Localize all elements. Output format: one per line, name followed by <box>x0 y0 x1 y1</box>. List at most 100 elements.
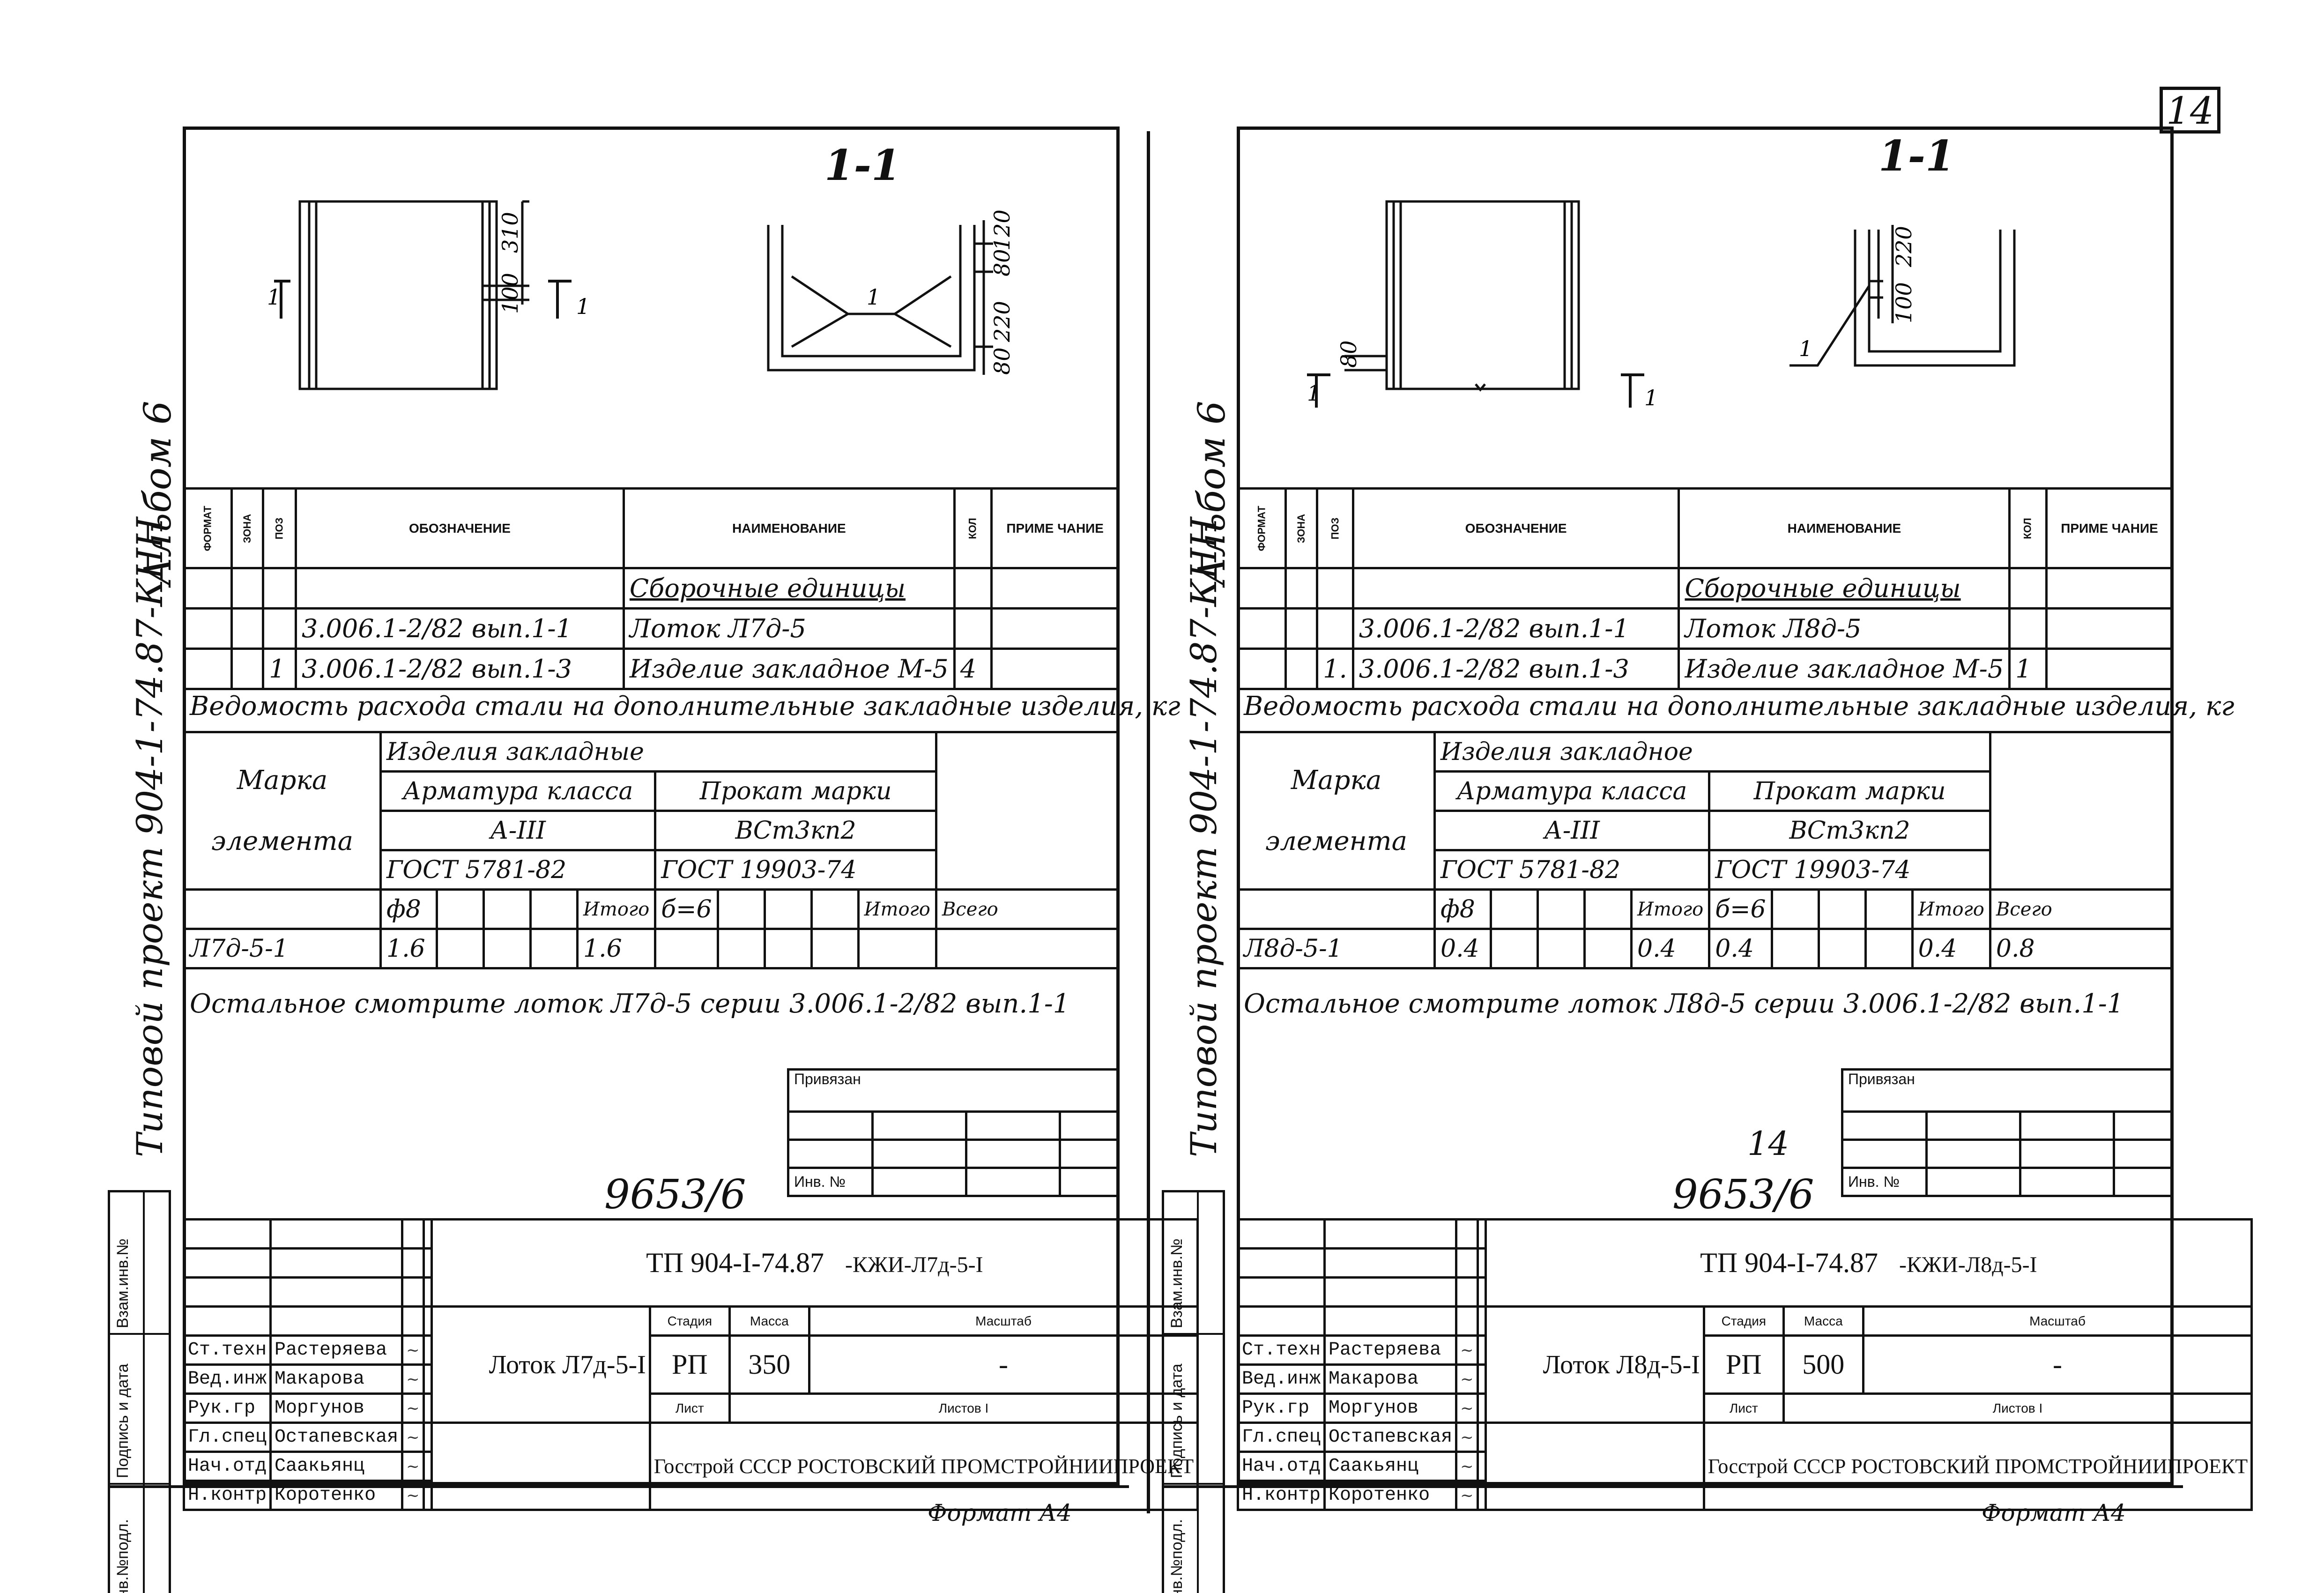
person-name: Коротенко <box>1323 1480 1458 1511</box>
signature: ~ <box>1455 1334 1479 1366</box>
sheet-label: Лист <box>1702 1392 1785 1424</box>
table-row: Сборочные единицы <box>183 567 1120 610</box>
steel-table-title: Ведомость расхода стали на дополнительны… <box>190 691 1181 722</box>
person-name: Растеряева <box>269 1334 404 1366</box>
rebar-class: Арматура класса <box>1433 770 1711 812</box>
bottom-rule-left <box>108 1485 1129 1488</box>
cut-mark-left: 1 <box>1307 380 1321 406</box>
rolled-grade: ВСт3кп2 <box>654 810 937 851</box>
rolled-gost: ГОСТ 19903-74 <box>1708 849 1991 891</box>
rebar-subtotal-label: Итого <box>1630 888 1711 930</box>
mass-value: 350 <box>728 1334 810 1395</box>
label-replace-inv: Взам.инв.№ <box>1168 1238 1186 1328</box>
role: Нач.отд <box>182 1451 272 1482</box>
role: Ст.техн <box>182 1334 272 1366</box>
attached-label: Привязан <box>787 1068 1120 1113</box>
inventory-column: Взам.инв.№ Подпись и дата Инв.№подл. <box>108 1190 171 1593</box>
label-inv-original: Инв.№подл. <box>114 1519 132 1593</box>
scale-label: Масштаб <box>808 1305 1199 1337</box>
col-name: НАИМЕНОВАНИЕ <box>622 487 956 569</box>
stage-label: Стадия <box>648 1305 731 1337</box>
person-name: Остапевская <box>1323 1422 1458 1453</box>
mass-label: Масса <box>728 1305 810 1337</box>
dim-310: 310 <box>497 212 523 253</box>
rebar-gost: ГОСТ 5781-82 <box>379 849 657 891</box>
signature: ~ <box>1455 1363 1479 1395</box>
signature: ~ <box>401 1334 425 1366</box>
total-label: Всего <box>935 888 1120 930</box>
inv-label: Инв. № <box>1841 1167 1928 1197</box>
table-row: 3.006.1-2/82 вып.1-1 Лоток Л7д-5 <box>183 607 1120 650</box>
rolled-subtotal-label: Итого <box>857 888 937 930</box>
role: Гл.спец <box>1236 1422 1326 1453</box>
dim-80-bottom: 80 <box>989 347 1015 375</box>
rebar-grade: А-III <box>1433 810 1711 851</box>
col-note: ПРИМЕ ЧАНИЕ <box>990 487 1120 569</box>
organization: Госстрой СССР РОСТОВСКИЙ ПРОМСТРОЙНИИПРО… <box>1702 1422 2253 1511</box>
steel-table: Марка элемента Изделия закладное Арматур… <box>1237 731 2174 969</box>
label-inv-original: Инв.№подл. <box>1168 1519 1186 1593</box>
sheet-right: Альбом 6 Типовой проект 904-1-74.87-КНН … <box>1162 0 2253 1593</box>
spec-header-row: ФОРМАТ ЗОНА ПОЗ ОБОЗНАЧЕНИЕ НАИМЕНОВАНИЕ… <box>1237 487 2174 569</box>
inv-label: Инв. № <box>787 1167 874 1197</box>
signature: ~ <box>401 1392 425 1424</box>
col-zone: ЗОНА <box>241 514 253 543</box>
leader-number: 1 <box>867 284 880 310</box>
role: Рук.гр <box>182 1392 272 1424</box>
steel-table: Марка элемента Изделия закладные Арматур… <box>183 731 1120 969</box>
table-row: Л7д-5-1 1.6 1.6 <box>183 928 1120 969</box>
col-zone: ЗОНА <box>1295 514 1307 543</box>
signature: ~ <box>1455 1392 1479 1424</box>
col-format: ФОРМАТ <box>201 506 214 551</box>
project-label: Типовой проект 904-1-74.87-КНН <box>129 517 171 1157</box>
table-row: Л8д-5-1 0.4 0.4 0.4 0.4 0.8 <box>1237 928 2174 969</box>
col-pos: ПОЗ <box>273 517 285 539</box>
sheets-count: I <box>2039 1400 2043 1415</box>
product-name: Лоток Л8д-5-I <box>1484 1305 1705 1424</box>
person-name: Саакьянц <box>269 1451 404 1482</box>
archive-number: 9653/6 <box>604 1171 746 1218</box>
col-note: ПРИМЕ ЧАНИЕ <box>2045 487 2174 569</box>
table-row: 3.006.1-2/82 вып.1-1 Лоток Л8д-5 <box>1237 607 2174 650</box>
sidebar: Альбом 6 Типовой проект 904-1-74.87-КНН … <box>108 127 183 1593</box>
rebar-subtotal-label: Итого <box>576 888 657 930</box>
mass-label: Масса <box>1782 1305 1864 1337</box>
role: Нач.отд <box>1236 1451 1326 1482</box>
role: Н.контр <box>1236 1480 1326 1511</box>
sheet-divider <box>1147 131 1150 1513</box>
sidebar: Альбом 6 Типовой проект 904-1-74.87-КНН … <box>1162 127 1237 1593</box>
rolled-grade-label: Прокат марки <box>1708 770 1991 812</box>
col-qty: КОЛ <box>967 517 979 539</box>
section-title: 1-1 <box>824 141 901 190</box>
person-name: Саакьянц <box>1323 1451 1458 1482</box>
archive-number-top: 14 <box>1747 1124 1789 1163</box>
label-signature-date: Подпись и дата <box>1168 1363 1186 1478</box>
element-mark: Л8д-5-1 <box>1237 928 1436 969</box>
dim-100: 100 <box>1891 282 1916 323</box>
rebar-diameter: ф8 <box>1433 888 1492 930</box>
section-view-drawing: 1 120 80 220 80 <box>767 209 1015 375</box>
plan-view-drawing: 80 1 1 <box>1307 200 1658 410</box>
plan-view-drawing: 1 1 310 100 <box>267 200 590 390</box>
person-name: Растеряева <box>1323 1334 1458 1366</box>
sheets-label: Листов <box>938 1400 981 1415</box>
role: Вед.инж <box>1236 1363 1326 1395</box>
spec-table: ФОРМАТ ЗОНА ПОЗ ОБОЗНАЧЕНИЕ НАИМЕНОВАНИЕ… <box>183 487 1120 690</box>
person-name: Остапевская <box>269 1422 404 1453</box>
signature: ~ <box>401 1451 425 1482</box>
role: Рук.гр <box>1236 1392 1326 1424</box>
attached-box: Привязан Инв. № <box>1841 1068 2174 1197</box>
scale-value: - <box>1862 1334 2253 1395</box>
project-label: Типовой проект 904-1-74.87-КНН <box>1183 517 1225 1157</box>
stage-label: Стадия <box>1702 1305 1785 1337</box>
tp-number: ТП 904-I-74.87 -КЖИ-Л8д-5-I <box>1484 1218 2253 1308</box>
rolled-thickness: б=6 <box>1708 888 1773 930</box>
dim-120: 120 <box>989 209 1015 251</box>
spec-header-row: ФОРМАТ ЗОНА ПОЗ ОБОЗНАЧЕНИЕ НАИМЕНОВАНИЕ… <box>183 487 1120 569</box>
table-row: 1. 3.006.1-2/82 вып.1-3 Изделие закладно… <box>1237 648 2174 690</box>
sheet-left: Альбом 6 Типовой проект 904-1-74.87-КНН … <box>108 0 1199 1593</box>
rebar-diameter: ф8 <box>379 888 438 930</box>
total-label: Всего <box>1989 888 2174 930</box>
plan-view: 80 1 1 <box>1279 187 1747 414</box>
